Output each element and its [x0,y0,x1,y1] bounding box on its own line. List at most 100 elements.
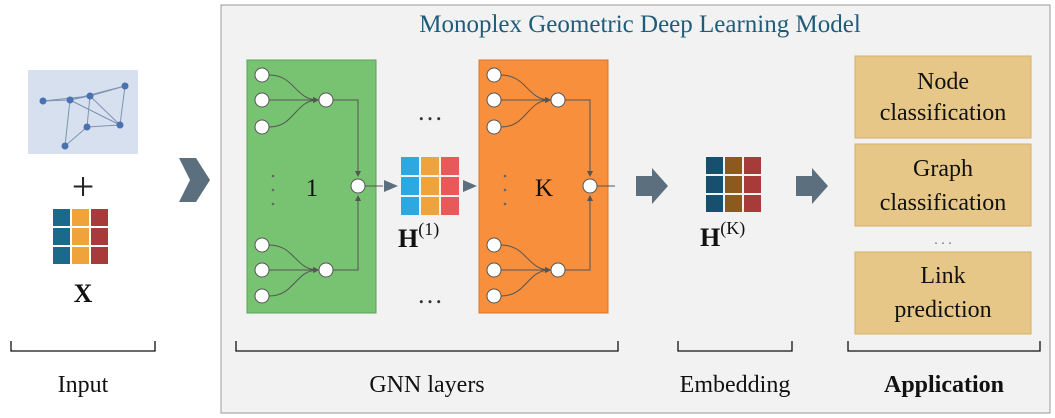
graph-edge [69,99,121,126]
gnn-layer-k-ellipsis-dot [503,188,507,192]
h1-matrix-cell [441,157,459,175]
gnn-top-dots: … [417,97,443,126]
embedding-label-base: H [700,223,720,252]
gnn-layer-k-neuron [486,237,502,253]
gnn-layer-1-ellipsis-dot [271,174,275,178]
graph-node [116,121,124,129]
gnn-layer-k-edge [500,244,551,273]
h1-matrix-cell [401,157,419,175]
embedding-matrix-cell [706,157,723,174]
gnn-layer-1-edge [333,195,361,271]
gnn-layer-1-neuron [350,178,366,194]
application-bracket [847,341,1041,352]
input-matrix-cell [72,247,89,264]
gnn-layer-1-neuron [318,92,334,108]
application-box-node-classification: Node classification [854,55,1032,139]
h1-matrix-cell [401,177,419,195]
graph-classification-line2: classification [880,190,1007,216]
input-section-label: Input [58,372,109,398]
plus-sign: + [72,164,95,209]
input-matrix-label: X [74,279,93,308]
gnn-layer-k: K [478,59,615,314]
input-matrix-cell [53,247,70,264]
gnn-layer-1-neuron [254,67,270,83]
application-section-label: Application [884,372,1004,398]
gnn-to-embedding-arrow [636,168,668,204]
gnn-layer-k-neuron [486,288,502,304]
h1-matrix-cell [441,197,459,215]
gnn-bottom-dots: … [417,280,443,309]
input-feature-matrix [53,209,108,264]
embedding-label: H(K) [700,218,745,252]
h1-matrix-cell [421,197,439,215]
embedding-matrix-cell [706,195,723,212]
gnn-bracket [235,341,619,352]
gnn-layer-1-neuron [254,288,270,304]
graph-edge [119,85,126,126]
node-classification-line2: classification [880,100,1007,126]
h1-matrix-cell [421,177,439,195]
application-dots: . . . [934,233,952,248]
embedding-matrix-cell [744,195,761,212]
graph-edge [89,95,121,126]
gnn-layer-k-label: K [535,175,553,202]
graph-edge [69,85,126,101]
embedding-matrix-cell [725,157,742,174]
graph-edge [64,99,71,147]
gnn-layer-1-edge [333,99,361,177]
graph-node [61,142,69,150]
application-box-graph-classification: Graph classification [854,143,1032,227]
gnn-layer-1-neuron [254,237,270,253]
embedding-matrix-cell [725,176,742,193]
graph-node [83,123,91,131]
gnn-layer-k-neuron [486,119,502,135]
gnn-layer-k-edge [500,267,551,297]
input-matrix-cell [91,209,108,226]
arrow-to-h1 [384,180,398,192]
gnn-layer-k-neuron [550,262,566,278]
graph-edge [64,126,88,147]
h1-label-base: H [398,224,418,253]
arrow-from-h1 [463,180,477,192]
gnn-layer-k-neuron [550,92,566,108]
gnn-layer-1-neuron [254,119,270,135]
h1-label-sup: (1) [418,219,439,240]
gnn-layer-1-neuron [254,92,270,108]
gnn-layer-1-edge [268,267,319,297]
node-classification-line1: Node [917,69,969,95]
input-bracket [10,341,156,352]
gnn-layer-k-ellipsis-dot [503,202,507,206]
link-prediction-line2: prediction [894,297,991,323]
embedding-matrix-cell [725,195,742,212]
gnn-layer-k-neuron [486,92,502,108]
graph-edge [86,124,121,128]
gnn-layer-1-neuron [318,262,334,278]
embedding-bracket [677,341,793,352]
gnn-layer-1-edge [268,244,319,273]
input-matrix-cell [72,228,89,245]
input-matrix-cell [72,209,89,226]
input-graph-thumbnail [28,70,138,154]
gnn-layer-k-neuron [486,67,502,83]
embedding-to-application-arrow [796,168,828,204]
model-title: Monoplex Geometric Deep Learning Model [419,11,861,38]
gnn-section-label: GNN layers [369,372,484,398]
graph-node [121,82,129,90]
gnn-layer-1-ellipsis-dot [271,202,275,206]
gnn-layer-1-edge [268,97,319,128]
graph-node [86,92,94,100]
input-to-model-arrow [179,158,210,202]
gnn-layer-k-edge [500,74,551,103]
graph-edge [86,95,91,128]
input-matrix-cell [53,209,70,226]
gnn-layer-1-edge [268,74,319,103]
embedding-matrix [706,157,761,212]
hidden-representation-h1-matrix [401,157,459,215]
gnn-layer-k-neuron [582,178,598,194]
application-box-link-prediction: Link prediction [854,251,1032,335]
gnn-layer-1: 1 [246,59,383,314]
embedding-section-label: Embedding [680,372,791,398]
gnn-layer-k-edge [565,99,593,177]
gnn-layer-k-edge [565,195,593,271]
